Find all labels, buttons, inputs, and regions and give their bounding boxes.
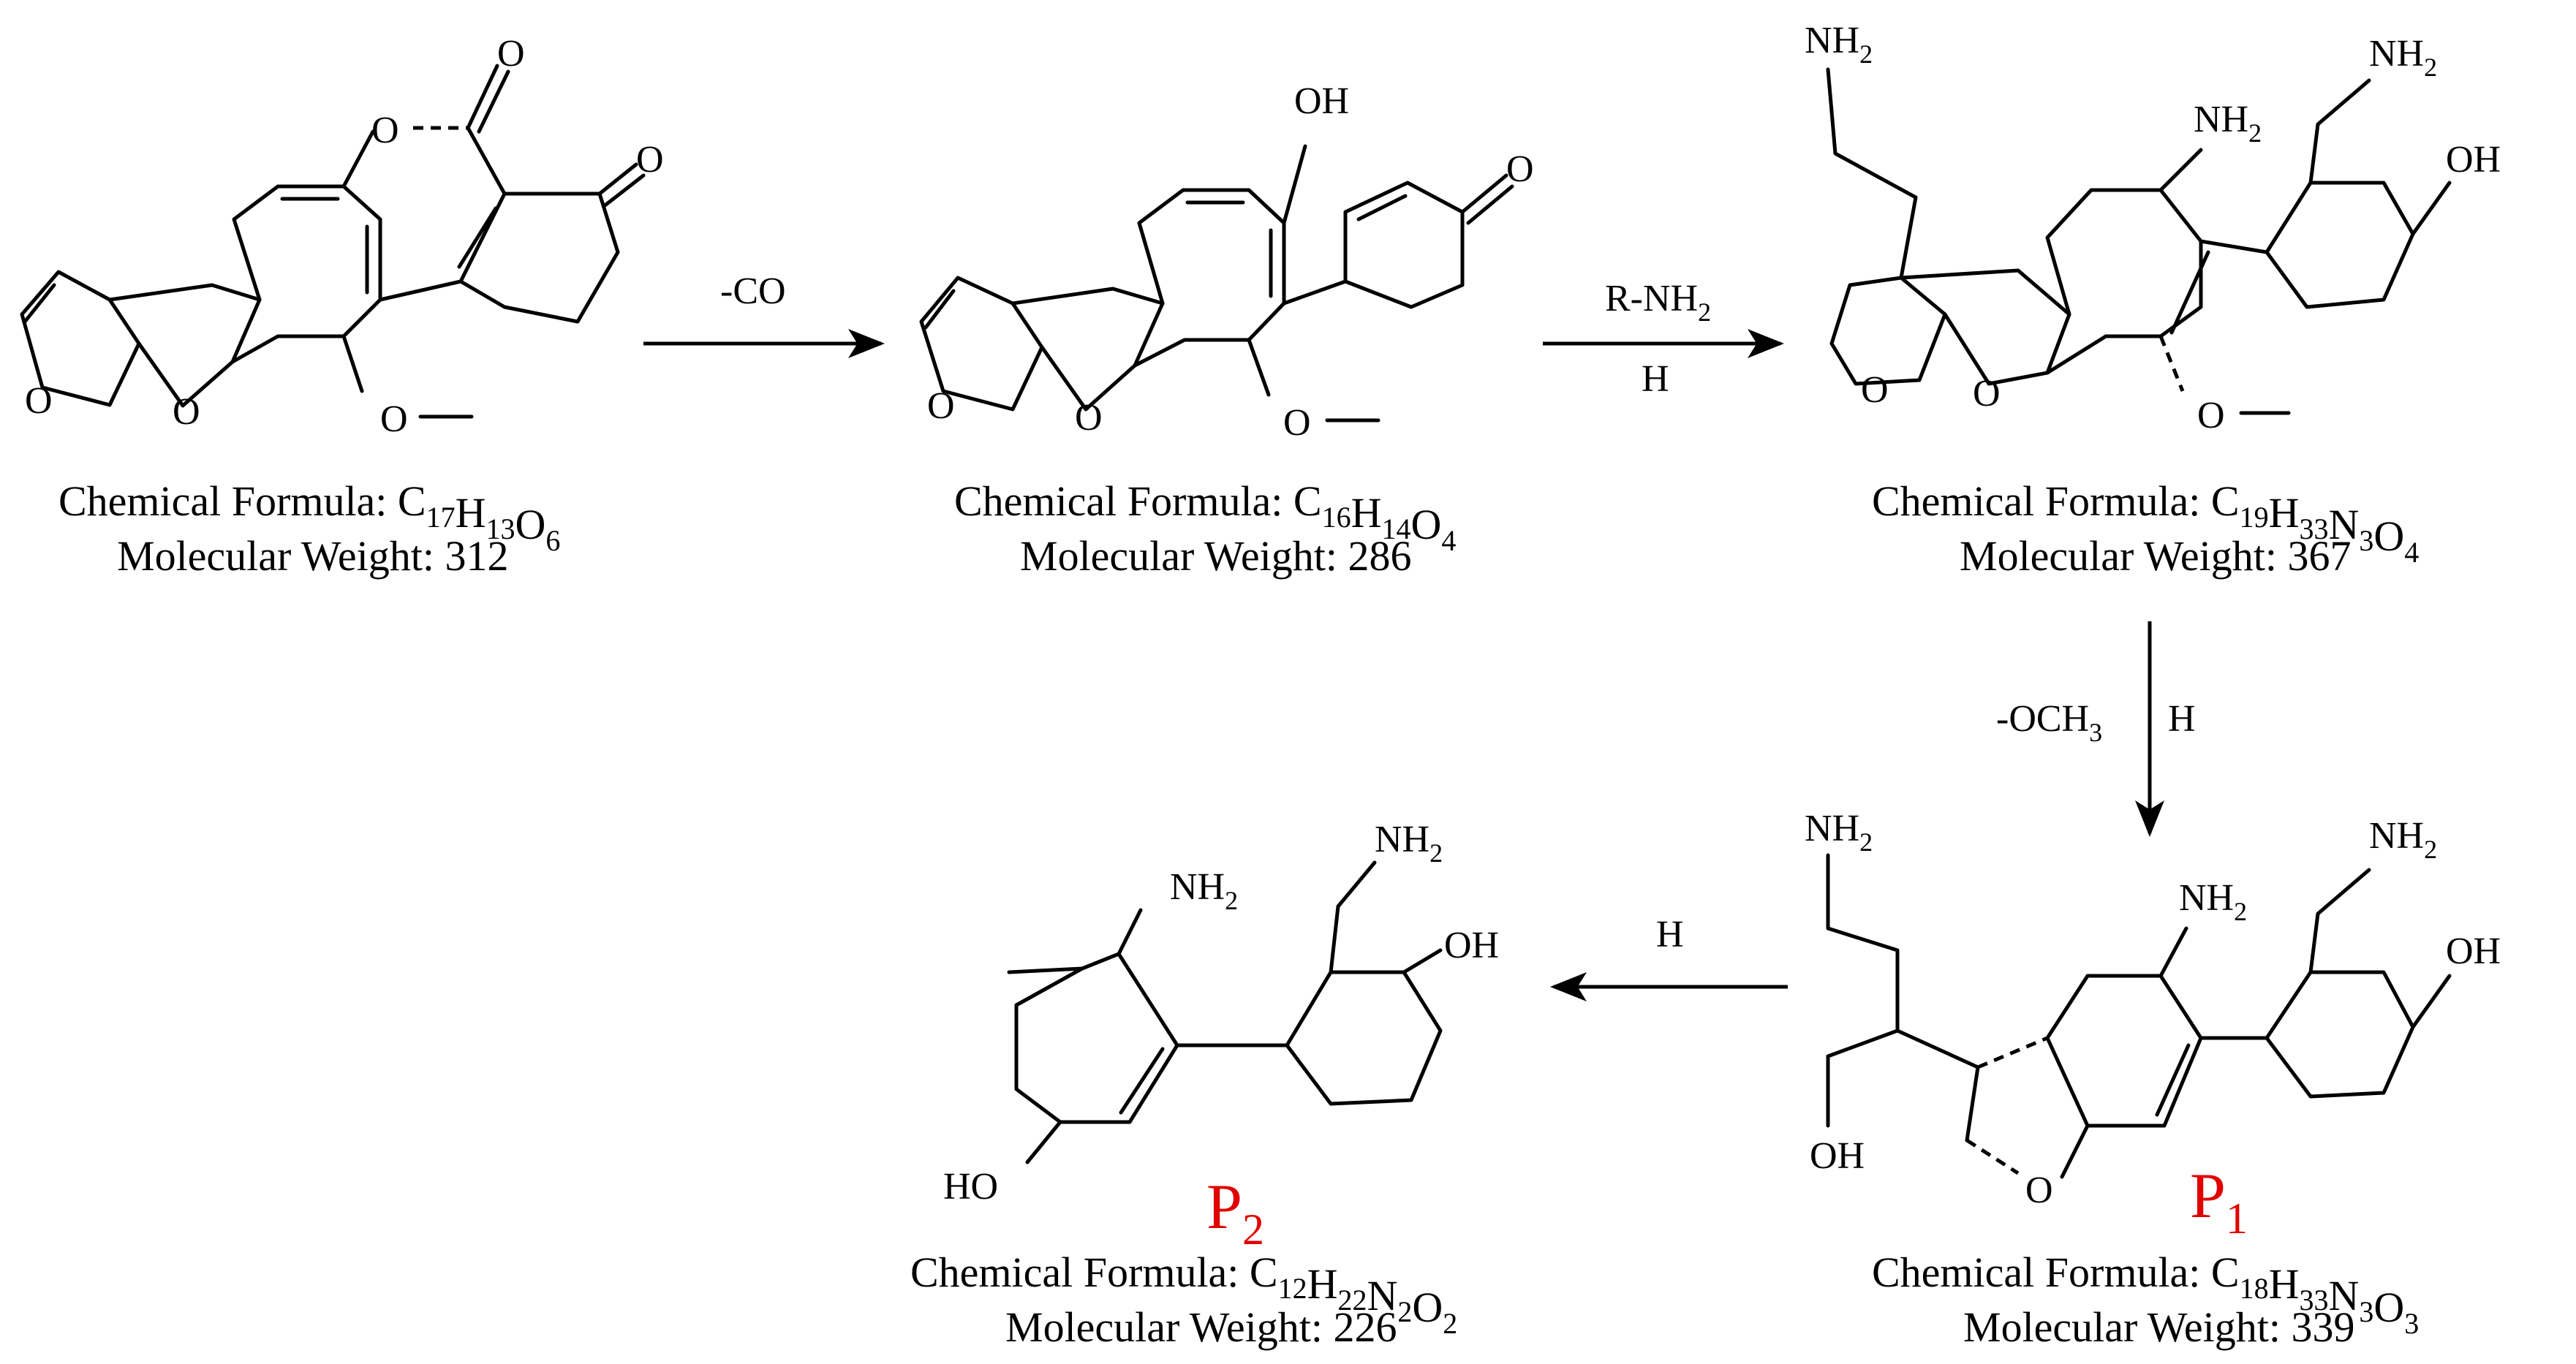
c2-o-furan2: O <box>1075 397 1103 439</box>
formula-label: Chemical Formula: <box>1872 477 2211 525</box>
compound-3-formula: Chemical Formula: C19H33N3O4 <box>1872 477 2419 569</box>
c2-oh: OH <box>1294 80 1349 122</box>
formula-label: Chemical Formula: <box>910 1249 1250 1296</box>
formula-subscript: 3 <box>2359 524 2373 557</box>
c3-o-methoxy: O <box>2197 395 2225 436</box>
c1-o-furan2: O <box>173 391 200 433</box>
product-label-p2: P2 <box>1206 1172 1264 1254</box>
formula-subscript: 4 <box>2404 536 2419 569</box>
formula-element: N <box>2329 501 2360 548</box>
product-label-p1: P1 <box>2190 1161 2248 1243</box>
c2-o-methoxy: O <box>1283 402 1311 444</box>
formula-element: N <box>2329 1272 2360 1319</box>
formula-subscript: 3 <box>2404 1307 2419 1340</box>
arrow-1-label: -CO <box>720 270 786 312</box>
formula-subscript: 14 <box>1382 512 1411 545</box>
formula-element: C <box>398 477 426 525</box>
arrow-hydrogenation: H <box>1550 914 1788 1001</box>
c1-o-methoxy: O <box>380 398 408 440</box>
arrow-amination: R-NH2 H <box>1543 278 1784 400</box>
c3-o-furan1: O <box>1861 369 1889 411</box>
formula-element: O <box>2373 512 2404 560</box>
compound-1-formula: Chemical Formula: C17H13O6 <box>58 477 560 557</box>
formula-element: O <box>515 501 546 548</box>
c1-o-lactone: O <box>371 110 399 151</box>
formula-subscript: 33 <box>2300 512 2329 545</box>
compound-p1-mw: Molecular Weight: 339 <box>1963 1303 2354 1351</box>
formula-subscript: 13 <box>486 512 515 545</box>
c2-o-furan1: O <box>927 385 955 427</box>
p1-nh2-chain: NH2 <box>1805 808 1873 857</box>
arrow-3-reagent: -OCH3 <box>1996 698 2102 747</box>
formula-element: H <box>1307 1260 1338 1308</box>
compound-1-mw: Molecular Weight: 312 <box>117 532 508 580</box>
formula-element: N <box>1367 1272 1398 1319</box>
compound-3-structure: NH2 NH2 NH2 OH O O O <box>1805 20 2501 436</box>
compound-2-formula: Chemical Formula: C16H14O4 <box>954 477 1456 557</box>
compound-p2-mw: Molecular Weight: 226 <box>1005 1303 1397 1351</box>
formula-element: C <box>2211 477 2240 525</box>
formula-element: H <box>2269 1260 2300 1308</box>
formula-subscript: 2 <box>1397 1295 1412 1328</box>
p2-nh2-methyl: NH2 <box>1375 819 1443 868</box>
formula-subscript: 19 <box>2240 501 2269 534</box>
formula-subscript: 3 <box>2359 1295 2373 1328</box>
arrow-2-condition: H <box>1642 358 1669 400</box>
formula-subscript: 33 <box>2300 1284 2329 1316</box>
p1-oh-left: OH <box>1810 1135 1865 1177</box>
formula-element: H <box>456 489 486 537</box>
c1-o-furan1: O <box>25 380 53 422</box>
formula-element: H <box>1351 489 1382 537</box>
c1-o-carbonyl: O <box>497 33 525 75</box>
formula-element: H <box>2269 489 2300 537</box>
c3-nh2-arm: NH2 <box>1805 20 1873 69</box>
arrow-2-reagent: R-NH2 <box>1605 278 1711 327</box>
formula-subscript: 2 <box>1443 1307 1457 1340</box>
c3-nh2-ring: NH2 <box>2194 99 2262 148</box>
compound-1-structure: O O O O O O <box>20 33 664 440</box>
formula-subscript: 4 <box>1441 524 1456 557</box>
compound-2-mw: Molecular Weight: 286 <box>1020 532 1411 580</box>
c1-o-ketone: O <box>636 139 664 181</box>
compound-2-structure: OH O O O O <box>919 80 1534 444</box>
formula-element: C <box>2211 1249 2240 1296</box>
p1-o-ring: O <box>2025 1170 2053 1211</box>
formula-label: Chemical Formula: <box>1872 1249 2211 1296</box>
p1-oh-right: OH <box>2446 931 2501 972</box>
formula-element: C <box>1293 477 1322 525</box>
p1-nh2-ring: NH2 <box>2179 877 2247 926</box>
compound-p2-formula: Chemical Formula: C12H22N2O2 <box>910 1249 1457 1340</box>
arrow-demethoxylation: -OCH3 H <box>1996 621 2196 837</box>
formula-subscript: 12 <box>1278 1272 1307 1305</box>
c3-nh2-methyl: NH2 <box>2369 33 2437 82</box>
formula-element: C <box>1250 1249 1278 1296</box>
formula-subscript: 18 <box>2240 1272 2269 1305</box>
arrow-decarbonylation: -CO <box>643 270 885 358</box>
formula-subscript: 17 <box>426 501 456 534</box>
compound-p1-structure: NH2 NH2 NH2 OH OH O <box>1805 808 2501 1211</box>
formula-element: O <box>2373 1284 2404 1331</box>
compound-p2-structure: NH2 NH2 OH HO <box>943 819 1499 1208</box>
p2-oh: OH <box>1444 925 1499 966</box>
formula-element: O <box>1411 501 1442 548</box>
p2-ho: HO <box>943 1166 998 1208</box>
p2-nh2-ring: NH2 <box>1170 866 1238 915</box>
formula-subscript: 6 <box>545 524 560 557</box>
c2-o-ketone: O <box>1506 148 1534 190</box>
compound-p1-formula: Chemical Formula: C18H33N3O3 <box>1872 1249 2419 1340</box>
formula-label: Chemical Formula: <box>954 477 1293 525</box>
formula-label: Chemical Formula: <box>58 477 398 525</box>
compound-3-mw: Molecular Weight: 367 <box>1960 532 2351 580</box>
formula-subscript: 16 <box>1322 501 1351 534</box>
formula-subscript: 22 <box>1338 1284 1367 1316</box>
p1-nh2-methyl: NH2 <box>2369 815 2437 864</box>
arrow-3-condition: H <box>2168 698 2196 740</box>
c3-o-furan2: O <box>1973 373 2001 414</box>
formula-element: O <box>1412 1284 1443 1331</box>
arrow-4-condition: H <box>1656 914 1684 955</box>
c3-oh: OH <box>2446 139 2501 181</box>
